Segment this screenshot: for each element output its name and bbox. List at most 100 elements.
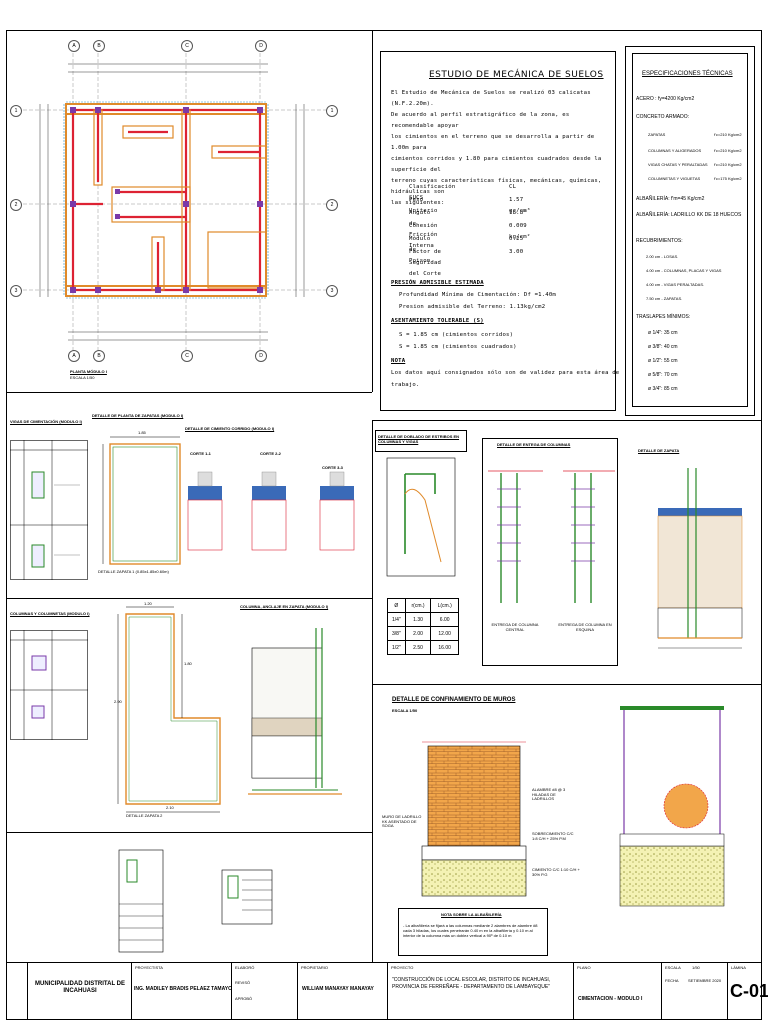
small-detail-1-drawing <box>118 849 164 953</box>
tb-label: REVISÓ <box>235 980 251 985</box>
axis-bubble-2: 2 <box>10 199 22 211</box>
confinamiento-title: DETALLE DE CONFINAMIENTO DE MUROS <box>392 697 516 703</box>
doblado-cell: 1/4" <box>387 612 406 627</box>
doblado-cell: 2.00 <box>404 626 432 641</box>
specs-concreto-value: f'c=175 Kg/cm2 <box>714 176 742 181</box>
zapata-2-drawing <box>117 606 221 813</box>
tb-sheet-title: CIMENTACION - MODULO I <box>578 996 643 1002</box>
specs-recub-item: 2.00 cm - LOSAS. <box>646 254 679 259</box>
divider-plan-bottom <box>6 392 372 393</box>
nota-albanileria-text: - La albañilería se fijará a las columna… <box>403 923 538 938</box>
small-detail-2-drawing <box>221 869 273 925</box>
specs-title: ESPECIFICACIONES TÉCNICAS <box>642 71 733 77</box>
nota-albanileria-title: NOTA SOBRE LA ALBAÑILERÍA <box>441 912 502 917</box>
entrega-central-label: ENTREGA DE COLUMNA CENTRAL <box>491 622 539 632</box>
divider-mid-left <box>6 598 372 599</box>
specs-alb1: ALBAÑILERÍA: f'm=45 Kg/cm2 <box>636 196 705 202</box>
soil-intro-line: terreno cuyas características físicas, m… <box>391 178 602 195</box>
corte-label: CORTE 3-3 <box>322 465 343 470</box>
sobrecimiento-label: SOBRECIMIENTO C/C 1:8 C/H + 25% P.M <box>532 831 574 841</box>
zapata-detail-drawing <box>657 468 743 649</box>
divider-vertical-top <box>372 30 373 392</box>
divider-specs-bottom <box>372 420 762 421</box>
specs-recub-item: 7.50 cm - ZAPATAS. <box>646 296 683 301</box>
axis-bubble-a-bottom: A <box>68 350 80 362</box>
specs-concreto-item: VIGAS CHATAS Y PERALTADAS <box>648 162 708 167</box>
soil-intro-line: El Estudio de Mecánica de Suelos se real… <box>391 90 591 107</box>
confinamiento-wall <box>418 740 528 900</box>
zapata-2-dim-right: 1.80 <box>184 661 192 666</box>
tb-label: PROYECTO <box>391 965 414 970</box>
vigas-table <box>10 440 88 580</box>
alambre-label: ALAMBRE #8 @ 3 HILADAS DE LADRILLOS <box>532 787 566 802</box>
axis-bubble-a: A <box>68 40 80 52</box>
foundation-plan: A B C D A B C D 1 2 3 1 2 3 PLANTA MÓDUL… <box>8 32 372 390</box>
axis-bubble-3-right: 3 <box>326 285 338 297</box>
soil-prop-value: CL <box>509 184 517 190</box>
tech-specs-box: ESPECIFICACIONES TÉCNICAS ACERO : fy=420… <box>625 46 755 416</box>
pressure-title: PRESIÓN ADMISIBLE ESTIMADA <box>391 280 484 286</box>
axis-bubble-d: D <box>255 40 267 52</box>
zapata-detail <box>650 458 750 668</box>
soil-prop-key: Cohesión <box>409 223 438 229</box>
tb-owner: WILLIAM MANAYAY MANAYAY <box>302 986 374 992</box>
zapata-2-dim-left: 2.90 <box>114 699 122 704</box>
soil-intro: El Estudio de Mecánica de Suelos se real… <box>391 88 611 209</box>
soil-intro-line: De acuerdo al perfil estratigráfico de l… <box>391 112 570 129</box>
zapata-2-label: DETALLE ZAPATA 2 <box>126 813 163 818</box>
tb-logo-cell <box>6 963 28 1019</box>
doblado-cell: 1.30 <box>404 612 432 627</box>
cimiento-label: CIMIENTO C/C 1:10 C/H + 30% P.G <box>532 867 580 877</box>
specs-concreto-value: f'c=210 Kg/cm2 <box>714 162 742 167</box>
tb-scale: 1/50 <box>692 965 700 970</box>
soil-intro-line: cimientos corridos y 1.80 para cimientos… <box>391 156 602 173</box>
specs-concreto-item: COLUMNETAS Y VIGUETAS <box>648 176 701 181</box>
title-block: MUNICIPALIDAD DISTRITAL DE INCAHUASI PRO… <box>6 962 768 1020</box>
soil-intro-line: las siguientes: <box>391 200 445 206</box>
doblado-cell: 2.50 <box>404 640 432 655</box>
specs-concreto: CONCRETO ARMADO: <box>636 114 689 120</box>
corte-label: CORTE 1-1 <box>190 451 211 456</box>
corte-label: CORTE 2-2 <box>260 451 281 456</box>
tb-owner-cell: PROPIETARIO WILLIAM MANAYAY MANAYAY <box>298 963 388 1019</box>
columna-confinada-detail <box>610 696 734 946</box>
vigas-table-drawing <box>10 440 88 580</box>
doblado-cell: 3/8" <box>387 626 406 641</box>
specs-alb2: ALBAÑILERÍA: LADRILLO KK DE 18 HUECOS <box>636 212 742 218</box>
soil-note-title: NOTA <box>391 358 406 364</box>
tb-label: ESCALA <box>665 965 681 970</box>
pressure-line: Profundidad Mínima de Cimentación: Df =1… <box>399 292 556 298</box>
entrega-box: DETALLE DE ENTEGA DE COLUMNAS ENTREGA DE… <box>482 438 618 666</box>
cimiento-cortes: CORTE 1-1 CORTE 2-2 CORTE 3-3 <box>180 448 370 568</box>
entrega-title: DETALLE DE ENTEGA DE COLUMNAS <box>497 442 571 447</box>
tb-label: FECHA <box>665 978 679 983</box>
columnas-table-drawing <box>10 630 88 740</box>
specs-recub-item: 4.00 cm - VIGAS PERALTADAS. <box>646 282 705 287</box>
axis-bubble-b: B <box>93 40 105 52</box>
columna-confinada-drawing <box>619 706 725 907</box>
axis-bubble-3: 3 <box>10 285 22 297</box>
doblado-cell: 16.00 <box>430 640 459 655</box>
specs-concreto-item: COLUMNAS Y ALIGERADOS <box>648 148 702 153</box>
axis-bubble-1: 1 <box>10 105 22 117</box>
axis-bubble-d-bottom: D <box>255 350 267 362</box>
doblado-cell: 1/2" <box>387 640 406 655</box>
vigas-title: VIGAS DE CIMENTACIÓN (MODULO I) <box>10 419 82 424</box>
doblado-header: r(cm.) <box>404 598 432 613</box>
columnas-table <box>10 630 88 740</box>
drawing-frame <box>6 30 762 1020</box>
muro-label: MURO DE LADRILLO KK ASENTADO DE SOGA <box>382 814 422 829</box>
anclaje-drawing <box>248 628 342 795</box>
soil-prop-value: 1.57 gr/cm³ <box>509 197 531 214</box>
tb-roles-cell: ELABORÓ REVISÓ APROBÓ <box>232 963 298 1019</box>
zapata-1-dim: 1.85 <box>138 430 146 435</box>
soil-intro-line: los cimientos en el terreno que se desar… <box>391 134 595 151</box>
settlement-line: S = 1.85 cm (cimientos cuadrados) <box>399 344 517 350</box>
soil-study-box: ESTUDIO DE MECÁNICA DE SUELOS El Estudio… <box>380 51 619 411</box>
specs-traslape-item: ø 1/4": 35 cm <box>648 330 678 336</box>
zapata-2-dim-bottom: 2.10 <box>166 805 174 810</box>
tb-project: "CONSTRUCCIÓN DE LOCAL ESCOLAR, DISTRITO… <box>392 977 551 990</box>
tech-specs-inner <box>632 53 748 407</box>
specs-concreto-value: f'c=210 Kg/cm2 <box>714 132 742 137</box>
entrega-drawing <box>488 470 615 603</box>
